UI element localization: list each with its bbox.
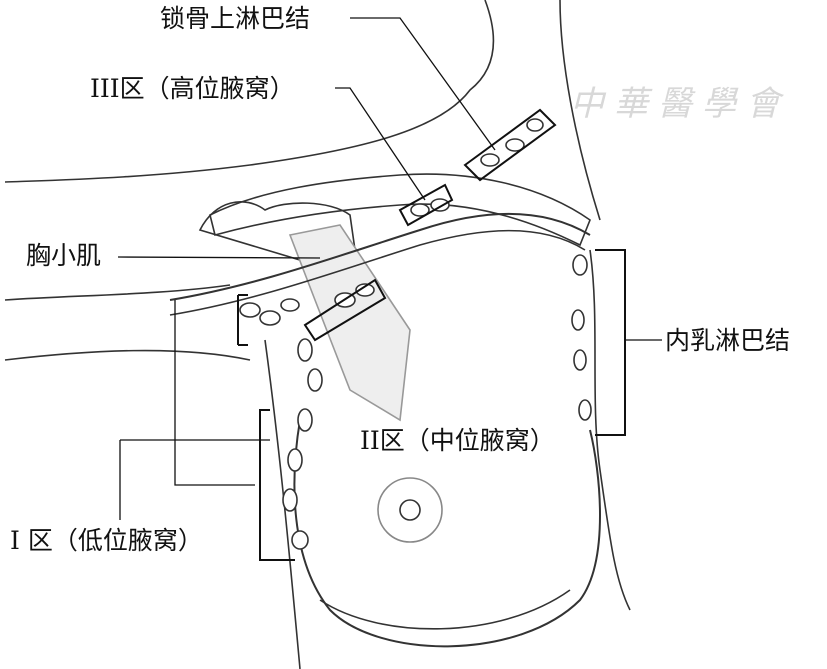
- level3-box: [398, 183, 454, 227]
- breast-outline: [293, 419, 601, 648]
- label-internal-mammary: 内乳淋巴结: [663, 326, 793, 355]
- arm-upper: [4, 284, 231, 301]
- chest-wall: [589, 249, 631, 611]
- clavicle: [209, 173, 591, 247]
- axillary-vessel: [169, 212, 591, 301]
- level2-box: [303, 278, 387, 342]
- level1-box: [237, 294, 248, 346]
- label-level2: II区（中位腋窝）: [358, 426, 557, 455]
- neck-outline: [4, 0, 495, 183]
- watermark: 中華醫學會: [570, 84, 790, 124]
- arm-lower: [4, 349, 251, 361]
- supraclavicular-box: [463, 108, 557, 182]
- label-pectoralis-minor: 胸小肌: [24, 241, 104, 270]
- nipple: [377, 477, 443, 543]
- level1-bracket: [259, 409, 295, 561]
- label-supraclavicular: 锁骨上淋巴结: [158, 4, 313, 33]
- pectoralis-minor: [288, 224, 411, 422]
- label-level3: III区（高位腋窝）: [88, 74, 297, 103]
- neck-right: [559, 0, 601, 221]
- label-level1: I 区（低位腋窝）: [8, 526, 205, 555]
- shoulder: [198, 201, 356, 261]
- internal-mammary-bracket: [595, 249, 626, 436]
